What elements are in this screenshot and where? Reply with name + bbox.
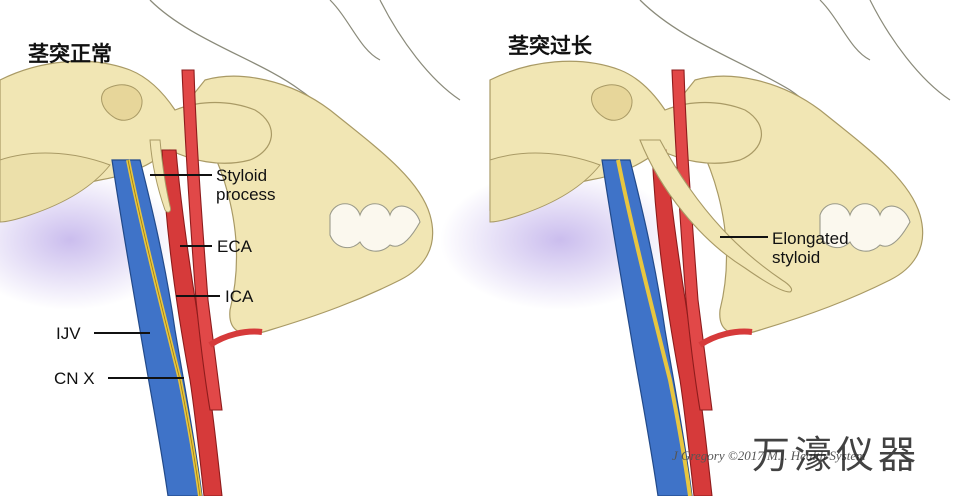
left-eca <box>181 69 223 411</box>
illustration-credit: J Gregory ©2017 M... Health System <box>672 448 866 463</box>
right-ica <box>651 149 713 496</box>
right-panel-title: 茎突过长 <box>508 34 592 58</box>
left-ica <box>161 149 223 496</box>
label-ica: ICA <box>225 287 254 306</box>
left-panel-art <box>0 0 461 496</box>
right-ijv <box>601 159 693 496</box>
left-teeth <box>329 203 421 252</box>
left-styloid-bone <box>149 139 171 213</box>
left-condyle <box>101 84 143 121</box>
right-cnx-nerve <box>616 159 692 496</box>
label-cnx: CN X <box>54 369 95 388</box>
label-eca: ECA <box>217 237 252 256</box>
left-ijv <box>111 159 203 496</box>
label-ijv: IJV <box>56 324 81 343</box>
watermark-logo: 万濠仪器 <box>752 433 921 477</box>
right-elongated-styloid-bone <box>639 139 793 293</box>
label-styloid-process: Styloid process <box>216 166 276 204</box>
right-teeth <box>819 203 911 252</box>
right-panel-art <box>440 0 951 496</box>
label-elongated-styloid: Elongated styloid <box>772 229 849 267</box>
left-panel-title: 茎突正常 <box>28 42 112 66</box>
